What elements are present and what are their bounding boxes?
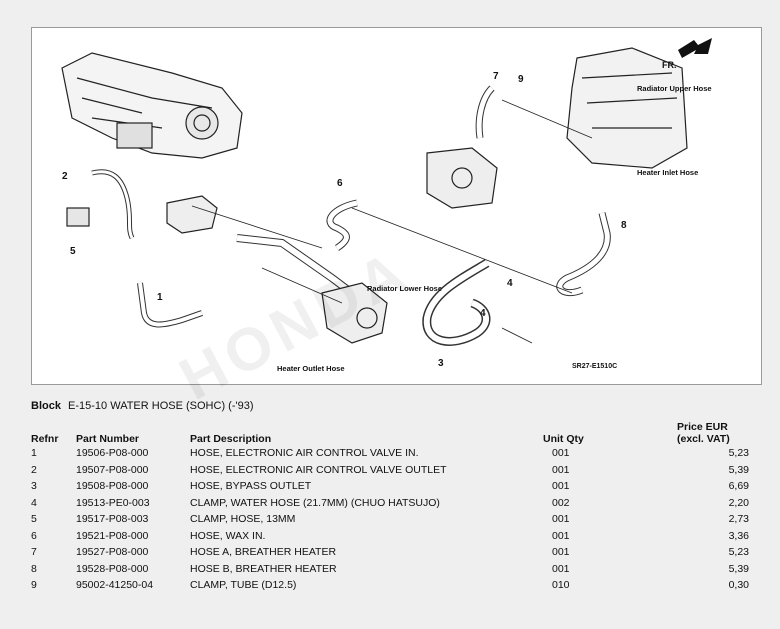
row-part-number: 19527-P08-000: [76, 546, 149, 559]
parts-diagram: FR. Radiator Upper Hose Heater Inlet Hos…: [31, 27, 762, 385]
row-refnr: 4: [31, 496, 37, 509]
row-description: CLAMP, WATER HOSE (21.7MM) (CHUO HATSUJO…: [190, 496, 440, 509]
table-row[interactable]: 5 19517-P08-003 CLAMP, HOSE, 13MM 001 2,73: [31, 511, 749, 528]
header-refnr: Refnr: [31, 433, 59, 445]
row-part-number: 19517-P08-003: [76, 513, 149, 526]
row-refnr: 5: [31, 513, 37, 526]
row-description: CLAMP, TUBE (D12.5): [190, 579, 297, 592]
table-row[interactable]: 2 19507-P08-000 HOSE, ELECTRONIC AIR CONTR…: [31, 462, 749, 479]
ref-label-3: 3: [438, 358, 444, 369]
table-row[interactable]: 8 19528-P08-000 HOSE B, BREATHER HEATER 001…: [31, 561, 749, 578]
row-description: HOSE, BYPASS OUTLET: [190, 480, 312, 493]
header-part-number: Part Number: [76, 433, 140, 445]
table-row[interactable]: 1 19506-P08-000 HOSE, ELECTRONIC AIR CONTR…: [31, 445, 749, 462]
ref-label-4b: 4: [480, 308, 486, 319]
block-label: Block: [31, 400, 61, 412]
front-marker: FR.: [662, 60, 677, 70]
row-part-number: 19506-P08-000: [76, 447, 149, 460]
ref-label-8: 8: [621, 220, 627, 231]
row-refnr: 7: [31, 546, 37, 559]
front-arrow-icon: [678, 38, 712, 58]
row-qty: 001: [552, 447, 570, 460]
row-description: HOSE A, BREATHER HEATER: [190, 546, 337, 559]
parts-table: Refnr Part Number Part Description Unit …: [31, 418, 749, 594]
callout-radiator-lower-hose: Radiator Lower Hose: [367, 284, 442, 293]
ref-label-5: 5: [70, 246, 76, 257]
row-price: 3,36: [728, 529, 749, 542]
row-price: 2,20: [728, 496, 749, 509]
row-price: 5,23: [728, 447, 749, 460]
block-heading: Block E-15-10 WATER HOSE (SOHC) (-'93): [31, 400, 254, 412]
row-price: 6,69: [728, 480, 749, 493]
row-description: HOSE, WAX IN.: [190, 529, 266, 542]
row-price: 5,39: [728, 463, 749, 476]
ref-label-7: 7: [493, 71, 499, 82]
row-description: HOSE, ELECTRONIC AIR CONTROL VALVE OUTLE…: [190, 463, 447, 476]
exploded-view-drawing: FR. Radiator Upper Hose Heater Inlet Hos…: [61, 38, 712, 373]
row-price: 5,39: [728, 562, 749, 575]
ref-label-4a: 4: [507, 278, 513, 289]
row-qty: 001: [552, 562, 570, 575]
row-refnr: 1: [31, 447, 37, 460]
row-part-number: 19508-P08-000: [76, 480, 149, 493]
table-row[interactable]: 4 19513-PE0-003 CLAMP, WATER HOSE (21.7MM)…: [31, 495, 749, 512]
row-qty: 001: [552, 463, 570, 476]
row-part-number: 19528-P08-000: [76, 562, 149, 575]
callout-radiator-upper-hose: Radiator Upper Hose: [637, 84, 712, 93]
row-part-number: 95002-41250-04: [76, 579, 154, 592]
row-refnr: 6: [31, 529, 37, 542]
ref-label-9: 9: [518, 74, 524, 85]
row-qty: 010: [552, 579, 570, 592]
table-row[interactable]: 6 19521-P08-000 HOSE, WAX IN. 001 3,36: [31, 528, 749, 545]
header-unit-qty: Unit Qty: [543, 433, 584, 445]
row-part-number: 19521-P08-000: [76, 529, 149, 542]
callout-heater-inlet-hose: Heater Inlet Hose: [637, 168, 698, 177]
ref-label-2: 2: [62, 171, 68, 182]
row-qty: 001: [552, 529, 570, 542]
row-refnr: 8: [31, 562, 37, 575]
row-refnr: 9: [31, 579, 37, 592]
table-row[interactable]: 3 19508-P08-000 HOSE, BYPASS OUTLET 001 6,69: [31, 478, 749, 495]
row-qty: 001: [552, 480, 570, 493]
row-part-number: 19513-PE0-003: [76, 496, 150, 509]
row-part-number: 19507-P08-000: [76, 463, 149, 476]
row-qty: 001: [552, 513, 570, 526]
row-price: 0,30: [728, 579, 749, 592]
header-description: Part Description: [190, 433, 272, 445]
block-title: E-15-10 WATER HOSE (SOHC) (-'93): [68, 400, 254, 412]
row-refnr: 2: [31, 463, 37, 476]
header-price-line1: Price EUR: [677, 421, 728, 433]
header-price-line2: (excl. VAT): [677, 433, 730, 445]
row-description: CLAMP, HOSE, 13MM: [190, 513, 296, 526]
header-price: Price EUR(excl. VAT): [677, 418, 749, 445]
row-price: 5,23: [728, 546, 749, 559]
row-description: HOSE B, BREATHER HEATER: [190, 562, 337, 575]
table-header-row: Refnr Part Number Part Description Unit …: [31, 418, 749, 445]
row-price: 2,73: [728, 513, 749, 526]
ref-label-6: 6: [337, 178, 343, 189]
callout-heater-outlet-hose: Heater Outlet Hose: [277, 364, 345, 373]
row-refnr: 3: [31, 480, 37, 493]
table-row[interactable]: 9 95002-41250-04 CLAMP, TUBE (D12.5) 010 0,3…: [31, 577, 749, 594]
row-qty: 002: [552, 496, 570, 509]
ref-label-1: 1: [157, 292, 163, 303]
table-row[interactable]: 7 19527-P08-000 HOSE A, BREATHER HEATER 001…: [31, 544, 749, 561]
diagram-code: SR27-E1510C: [572, 363, 617, 370]
row-qty: 001: [552, 546, 570, 559]
row-description: HOSE, ELECTRONIC AIR CONTROL VALVE IN.: [190, 447, 419, 460]
